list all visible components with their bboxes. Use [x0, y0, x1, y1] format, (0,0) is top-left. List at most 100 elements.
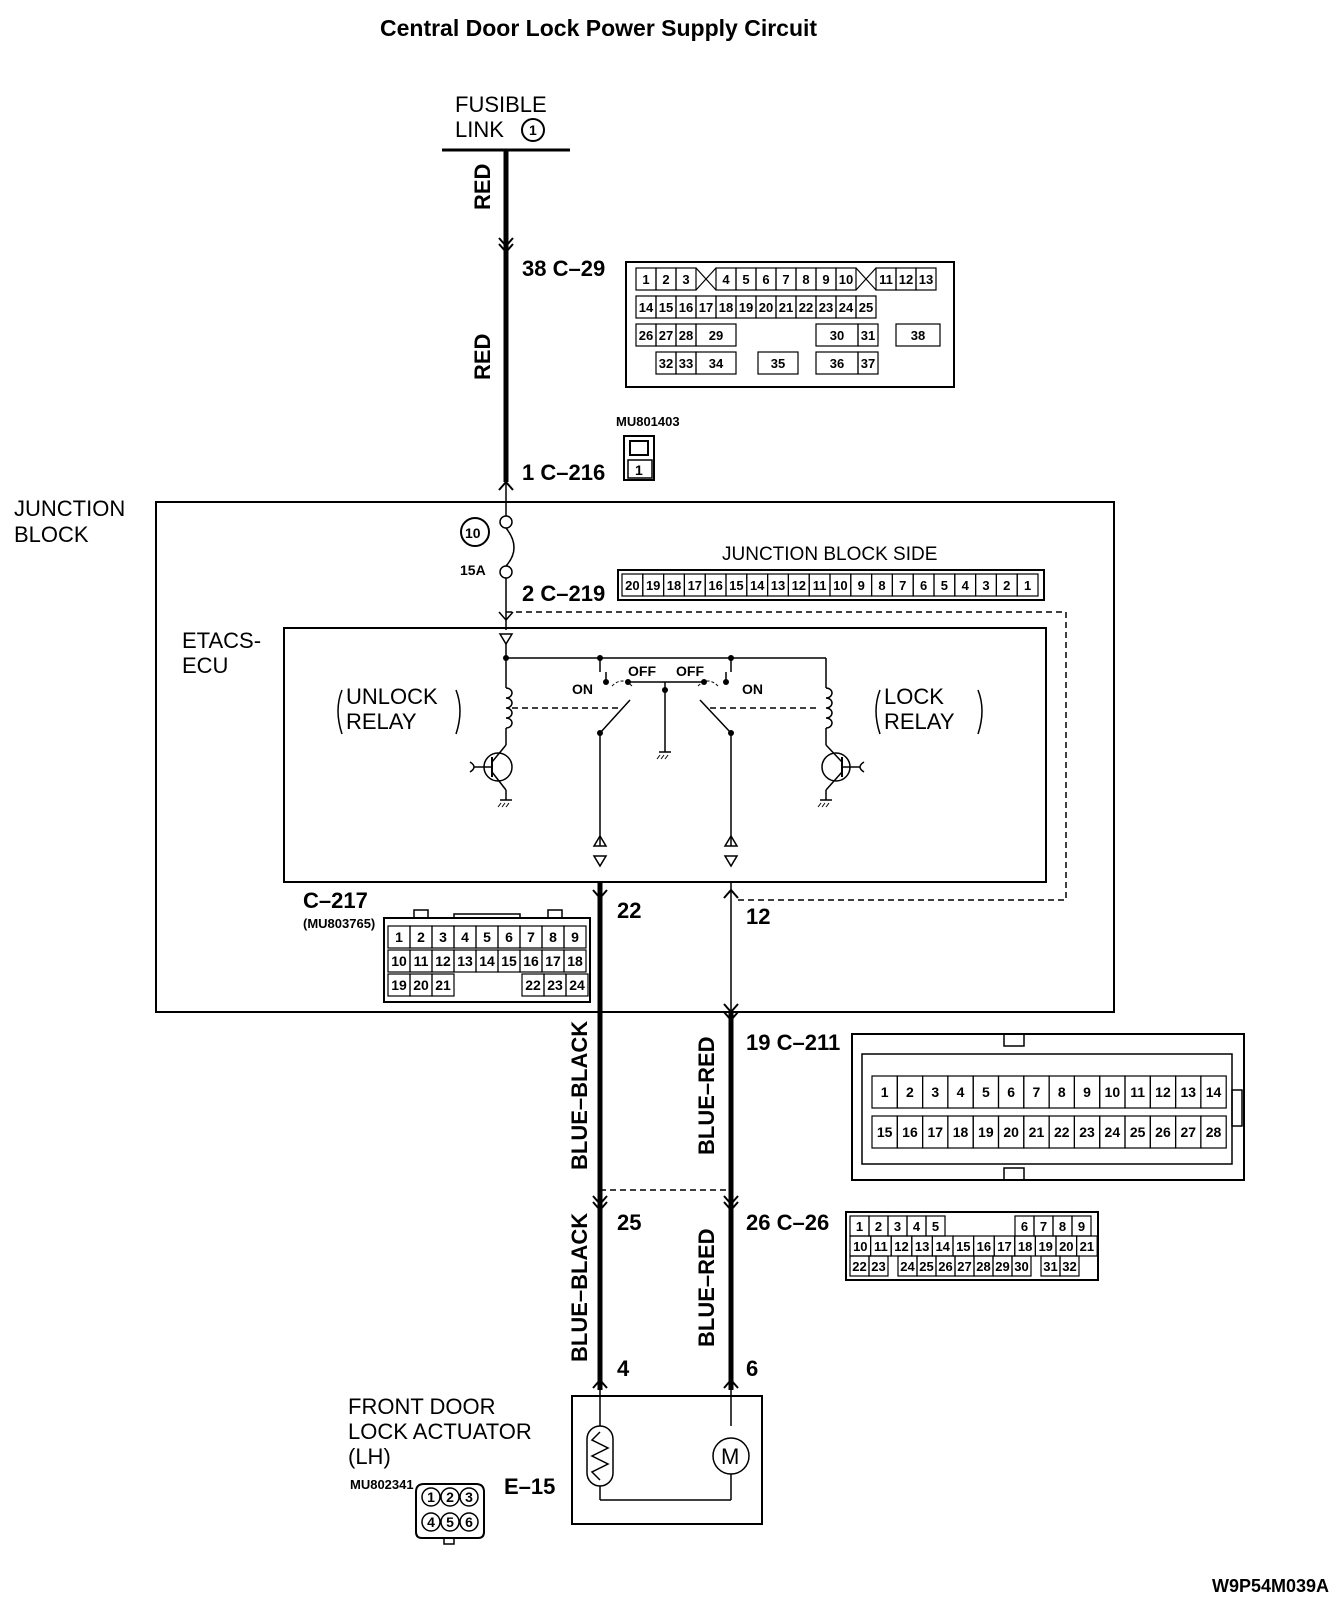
c29-pin-number: 6 [762, 272, 769, 287]
c26-pin-number: 19 [1038, 1239, 1052, 1254]
c29-unused-pin-mark [855, 267, 877, 291]
c217-pin-number: 22 [525, 977, 541, 993]
c26-pin-number: 4 [913, 1219, 921, 1234]
fuse-number-circle [460, 517, 490, 547]
c211-pin-number: 19 [978, 1124, 994, 1140]
e15-pin-number: 4 [427, 1514, 435, 1530]
c26-pin-cell [1059, 1255, 1080, 1277]
c26-pin-number: 15 [956, 1239, 970, 1254]
c29-pin-number: 9 [822, 272, 829, 287]
c211-pin-number: 21 [1029, 1124, 1045, 1140]
c217-pin-cell [563, 949, 587, 973]
unlock-relay-label-2: RELAY [346, 709, 417, 734]
c211-pin-number: 4 [957, 1084, 965, 1100]
c29-pin-number: 17 [699, 300, 713, 315]
c29-pin-number: 8 [802, 272, 809, 287]
c29-pin-number: 38 [911, 328, 925, 343]
unlock-relay-label: UNLOCK [346, 684, 438, 709]
c219-pin-number: 8 [878, 578, 885, 593]
c26-pin-number: 1 [856, 1219, 863, 1234]
connector-chevron-c29 [498, 237, 514, 254]
c217-pin-number: 15 [501, 953, 517, 969]
c29-pin-number: 36 [830, 356, 844, 371]
c29-pin-number: 22 [799, 300, 813, 315]
connector-chevron-e15-a [592, 1378, 608, 1389]
c211-pin-number: 6 [1007, 1084, 1015, 1100]
c29-pin-cell [675, 267, 697, 291]
c219-pin-number: 5 [941, 578, 948, 593]
c219-side-label: JUNCTION BLOCK SIDE [722, 544, 937, 565]
c216-part-number: MU801403 [616, 414, 680, 429]
e15-pin-number: 5 [446, 1514, 454, 1530]
c217-pin-number: 7 [527, 929, 535, 945]
unlock-on-label: ON [572, 681, 593, 697]
svg-text:BLUE–BLACK: BLUE–BLACK [567, 1213, 592, 1362]
c29-pin-number: 3 [682, 272, 689, 287]
c29-unused-pin-mark [695, 267, 717, 291]
fuse-number: 10 [465, 525, 481, 541]
c211-pin-number: 22 [1054, 1124, 1070, 1140]
c29-pin-number: 1 [642, 272, 649, 287]
c29-pin-number: 2 [662, 272, 669, 287]
c211-pin-number: 28 [1206, 1124, 1222, 1140]
etacs-ecu-label-2: ECU [182, 653, 228, 678]
c26-pin-number: 30 [1014, 1259, 1028, 1274]
c217-pin-12: 12 [746, 904, 770, 929]
c217-pin-number: 13 [457, 953, 473, 969]
fusible-link-number-circle [521, 118, 545, 142]
c29-pin-cell [895, 323, 941, 347]
c29-pin-number: 26 [639, 328, 653, 343]
c216-connector: 1 [623, 435, 655, 481]
lock-relay-coil [825, 658, 833, 745]
actuator-label-2: LOCK ACTUATOR [348, 1419, 532, 1444]
lock-relay-transistor [817, 744, 865, 808]
c26-pin-number: 12 [894, 1239, 908, 1254]
c26-pin-number: 28 [976, 1259, 990, 1274]
connector-chevron-c26-a [592, 1195, 608, 1212]
c29-pin-number: 12 [899, 272, 913, 287]
c219-pin-number: 14 [750, 578, 765, 593]
e15-pin-number: 6 [465, 1514, 473, 1530]
blue-red-wire-label-2: BLUE–RED [694, 1228, 719, 1347]
e15-pin-4: 4 [617, 1356, 630, 1381]
diagram-title: Central Door Lock Power Supply Circuit [380, 15, 817, 41]
c211-pin-number: 1 [881, 1084, 889, 1100]
c26-pin-number: 6 [1021, 1219, 1028, 1234]
c29-pin-number: 21 [779, 300, 793, 315]
svg-text:RED: RED [470, 334, 495, 380]
c29-pin-number: 11 [879, 272, 893, 287]
c217-label: C–217 [303, 888, 368, 913]
c26-pin-number: 17 [997, 1239, 1011, 1254]
c211-pin-number: 10 [1105, 1084, 1121, 1100]
c217-pin-number: 2 [417, 929, 425, 945]
c29-pin-cell [915, 267, 937, 291]
connector-chevron-e15-b [723, 1378, 739, 1389]
c217-pin-number: 6 [505, 929, 513, 945]
c29-label: 38 C–29 [522, 256, 605, 281]
c211-pin-number: 17 [927, 1124, 943, 1140]
c211-pin-number: 7 [1033, 1084, 1041, 1100]
lock-relay-label: LOCK [884, 684, 944, 709]
c26-pin-number: 2 [875, 1219, 882, 1234]
e15-pin-number: 2 [446, 1489, 454, 1505]
c219-pin-number: 6 [920, 578, 927, 593]
c29-pin-cell [855, 295, 877, 319]
c26-pin-number: 18 [1018, 1239, 1032, 1254]
c219-pin-cell [1016, 573, 1039, 597]
blue-red-wire-label-1: BLUE–RED [694, 1036, 719, 1155]
c26-pin-cell [1075, 1235, 1098, 1257]
c29-pin-cell [757, 351, 799, 375]
c217-pin-number: 21 [435, 977, 451, 993]
fuse-terminal-top [499, 515, 513, 529]
e15-pin-number: 1 [427, 1489, 435, 1505]
c29-pin-cell [695, 351, 737, 375]
c26-pin-number: 3 [894, 1219, 901, 1234]
c29-pin-number: 5 [742, 272, 749, 287]
e15-pin-cell [421, 1487, 441, 1507]
c219-pin-number: 17 [688, 578, 702, 593]
c29-pin-number: 4 [722, 272, 730, 287]
